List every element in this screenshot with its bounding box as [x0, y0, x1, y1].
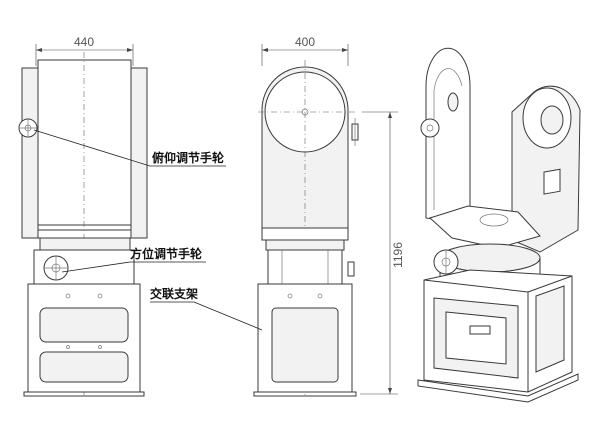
bracket-window-lower	[39, 351, 129, 383]
right-yoke-arm	[130, 67, 148, 239]
front-width-dimension: 440	[35, 35, 134, 66]
side-view: 400 1196	[253, 35, 405, 397]
cross-bracket-label: 交联支架	[150, 286, 198, 301]
iso-bracket-side-window	[535, 285, 565, 373]
iso-cross-plate	[429, 205, 541, 249]
height-dimension: 1196	[360, 111, 405, 395]
pitch-handwheel-label: 俯仰调节手轮	[152, 150, 225, 165]
bracket-window-upper	[39, 307, 129, 343]
side-width-dimension: 400	[261, 35, 349, 66]
isometric-view	[417, 47, 581, 403]
azimuth-handwheel-side	[347, 261, 355, 277]
pitch-handwheel-side	[351, 118, 359, 146]
iso-left-yoke-arm	[425, 47, 471, 223]
azimuth-handwheel-front	[43, 255, 69, 281]
front-view: 440	[18, 35, 148, 397]
iso-base-plate	[417, 373, 579, 403]
pitch-handwheel-iso	[420, 118, 440, 138]
annotations: 俯仰调节手轮 方位调节手轮 交联支架	[33, 129, 263, 331]
azimuth-turntable	[39, 237, 131, 251]
left-yoke-arm	[21, 67, 39, 239]
height-value: 1196	[391, 242, 405, 268]
side-width-value: 400	[295, 35, 315, 49]
payload-body	[37, 59, 132, 231]
front-width-value: 440	[74, 35, 94, 49]
azimuth-handwheel-iso	[433, 249, 459, 275]
side-base-plate	[253, 391, 357, 397]
side-bracket-window	[271, 307, 339, 383]
front-base-plate	[23, 391, 145, 397]
side-turntable	[265, 239, 345, 251]
azimuth-handwheel-label: 方位调节手轮	[130, 246, 203, 261]
side-drive-housing	[267, 249, 343, 285]
pitch-handwheel-front	[18, 118, 38, 138]
